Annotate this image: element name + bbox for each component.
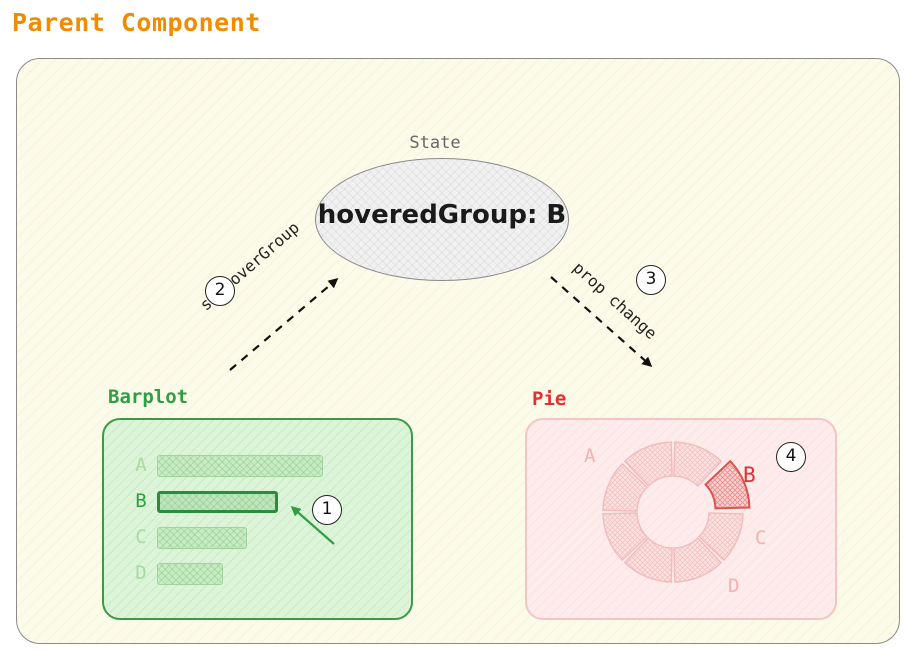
bar-label-a: A: [135, 454, 147, 476]
step-badge-2: 2: [205, 276, 235, 306]
bar-label-c: C: [135, 526, 147, 548]
bar-label-d: D: [135, 562, 147, 584]
barplot-panel: [102, 418, 413, 620]
barplot-title: Barplot: [108, 386, 189, 408]
dashed-arrow-icon: [550, 276, 653, 367]
page-title: Parent Component: [12, 8, 261, 37]
bar-label-b: B: [135, 490, 147, 512]
pie-segment[interactable]: [673, 537, 723, 583]
state-ellipse: [315, 158, 569, 281]
pie-label-c: C: [755, 527, 767, 549]
step-badge-1: 1: [312, 495, 342, 525]
pie-segment[interactable]: [602, 512, 648, 562]
pie-segment[interactable]: [704, 459, 751, 510]
bar-c[interactable]: [157, 527, 247, 549]
step-badge-4: 4: [776, 442, 806, 472]
pie-segment[interactable]: [673, 441, 723, 487]
step-badge-3: 3: [636, 265, 666, 295]
pointer-arrow-icon: [290, 506, 335, 545]
bar-a[interactable]: [157, 455, 323, 477]
pie-label-d: D: [728, 575, 740, 597]
bar-b[interactable]: [157, 491, 278, 513]
pie-label-b: B: [743, 463, 756, 487]
pie-label-a: A: [584, 445, 596, 467]
pie-title: Pie: [532, 388, 567, 410]
pie-segment[interactable]: [623, 441, 673, 487]
state-value: hoveredGroup: B: [317, 200, 567, 230]
bar-d[interactable]: [157, 563, 223, 585]
state-label: State: [409, 133, 461, 153]
pie-segment[interactable]: [698, 512, 744, 562]
pie-segment[interactable]: [623, 537, 673, 583]
pie-segment[interactable]: [602, 462, 648, 512]
